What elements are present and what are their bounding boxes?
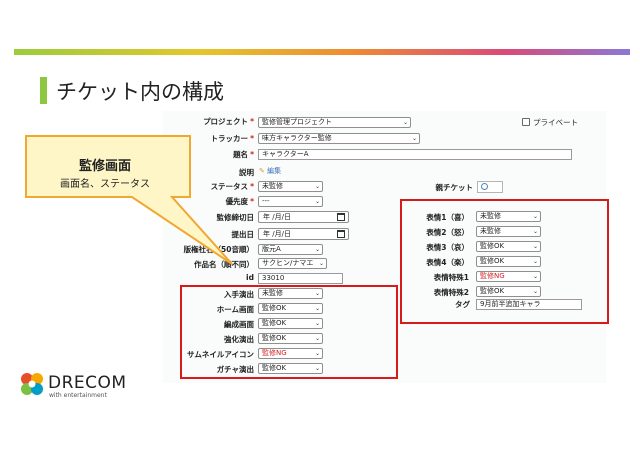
review-left-select[interactable]: 監修OK⌄ bbox=[258, 363, 323, 374]
review-right-select[interactable]: 監修OK⌄ bbox=[476, 256, 541, 267]
chevron-down-icon: ⌄ bbox=[532, 288, 538, 295]
chevron-down-icon: ⌄ bbox=[314, 246, 320, 253]
review-left-select[interactable]: 未監修⌄ bbox=[258, 288, 323, 299]
tracker-select[interactable]: 味方キャラクター監修⌄ bbox=[258, 133, 420, 144]
calendar-icon bbox=[337, 230, 345, 238]
callout-subtitle: 画面名、ステータス bbox=[60, 179, 150, 190]
review-left-label: 入手演出 bbox=[224, 290, 254, 299]
tag-input[interactable]: 9月前半追加キャラ bbox=[476, 299, 582, 310]
drecom-logo-tagline: with entertainment bbox=[49, 392, 107, 399]
work-label: 作品名（順不同） bbox=[194, 260, 254, 269]
review-right-select[interactable]: 監修OK⌄ bbox=[476, 241, 541, 252]
status-select[interactable]: 未監修⌄ bbox=[258, 181, 323, 192]
subject-input[interactable]: キャラクターA bbox=[258, 149, 572, 160]
review-left-select[interactable]: 監修NG⌄ bbox=[258, 348, 323, 359]
header-gradient-bar bbox=[14, 49, 630, 55]
search-icon bbox=[481, 183, 488, 190]
review-right-select[interactable]: 未監修⌄ bbox=[476, 226, 541, 237]
chevron-down-icon: ⌄ bbox=[314, 350, 320, 357]
tracker-label: トラッカー* bbox=[210, 134, 254, 143]
review-right-label: 表情特殊2 bbox=[433, 288, 469, 297]
private-label: プライベート bbox=[533, 118, 578, 127]
review-left-select[interactable]: 監修OK⌄ bbox=[258, 303, 323, 314]
review-left-label: 編成画面 bbox=[224, 320, 254, 329]
description-edit-link[interactable]: ✎ 編集 bbox=[259, 167, 282, 175]
chevron-down-icon: ⌄ bbox=[411, 135, 417, 142]
chevron-down-icon: ⌄ bbox=[532, 243, 538, 250]
chevron-down-icon: ⌄ bbox=[532, 228, 538, 235]
description-label: 説明 bbox=[239, 168, 254, 177]
pencil-icon: ✎ bbox=[259, 167, 265, 175]
review-left-label: ホーム画面 bbox=[216, 305, 254, 314]
review-right-select[interactable]: 監修NG⌄ bbox=[476, 271, 541, 282]
review-fields-highlight-left bbox=[180, 285, 398, 379]
priority-select[interactable]: ---⌄ bbox=[258, 196, 323, 207]
review-right-label: 表情2（怒） bbox=[426, 228, 469, 237]
publisher-label: 版権社名（50音順） bbox=[183, 245, 254, 254]
review-right-select[interactable]: 監修OK⌄ bbox=[476, 286, 541, 297]
status-label: ステータス* bbox=[210, 182, 254, 191]
private-checkbox[interactable] bbox=[522, 118, 530, 126]
project-label: プロジェクト* bbox=[203, 117, 254, 126]
callout-title: 監修画面 bbox=[78, 159, 131, 174]
review-left-select[interactable]: 監修OK⌄ bbox=[258, 318, 323, 329]
chevron-down-icon: ⌄ bbox=[314, 183, 320, 190]
parent-ticket-label: 親チケット bbox=[435, 183, 474, 192]
chevron-down-icon: ⌄ bbox=[532, 258, 538, 265]
submit-date-input[interactable]: 年 /月/日 bbox=[258, 228, 349, 240]
chevron-down-icon: ⌄ bbox=[314, 320, 320, 327]
review-right-label: 表情1（喜） bbox=[426, 213, 469, 222]
chevron-down-icon: ⌄ bbox=[314, 335, 320, 342]
review-fields-highlight-right bbox=[400, 199, 609, 324]
deadline-date-input[interactable]: 年 /月/日 bbox=[258, 211, 349, 223]
project-select[interactable]: 監修管理プロジェクト⌄ bbox=[258, 117, 411, 128]
drecom-logo-mark bbox=[21, 373, 43, 395]
priority-label: 優先度* bbox=[225, 197, 254, 206]
deadline-label: 監修締切日 bbox=[216, 213, 255, 222]
work-select[interactable]: サクヒン/ナマエ⌄ bbox=[258, 258, 327, 269]
chevron-down-icon: ⌄ bbox=[314, 305, 320, 312]
title-accent-bar bbox=[40, 77, 47, 104]
page-title: チケット内の構成 bbox=[56, 80, 224, 104]
review-left-label: 強化演出 bbox=[224, 335, 254, 344]
review-right-label: 表情特殊1 bbox=[433, 273, 469, 282]
publisher-select[interactable]: 版元A⌄ bbox=[258, 244, 323, 255]
review-left-label: サムネイルアイコン bbox=[187, 350, 254, 359]
chevron-down-icon: ⌄ bbox=[532, 213, 538, 220]
chevron-down-icon: ⌄ bbox=[314, 290, 320, 297]
id-input[interactable]: 33010 bbox=[258, 273, 343, 284]
review-right-label: 表情3（哀） bbox=[426, 243, 469, 252]
review-right-select[interactable]: 未監修⌄ bbox=[476, 211, 541, 222]
review-right-label: 表情4（楽） bbox=[426, 258, 469, 267]
chevron-down-icon: ⌄ bbox=[318, 260, 324, 267]
drecom-logo-text: DRECOM bbox=[48, 373, 127, 393]
review-left-select[interactable]: 監修OK⌄ bbox=[258, 333, 323, 344]
tag-label: タグ bbox=[455, 300, 470, 309]
chevron-down-icon: ⌄ bbox=[402, 119, 408, 126]
id-label: id bbox=[246, 273, 254, 282]
calendar-icon bbox=[337, 213, 345, 221]
submit-date-label: 提出日 bbox=[231, 230, 255, 239]
subject-label: 題名* bbox=[233, 150, 254, 159]
chevron-down-icon: ⌄ bbox=[314, 365, 320, 372]
chevron-down-icon: ⌄ bbox=[532, 273, 538, 280]
chevron-down-icon: ⌄ bbox=[314, 198, 320, 205]
parent-ticket-input[interactable] bbox=[477, 181, 503, 193]
review-left-label: ガチャ演出 bbox=[216, 365, 254, 374]
